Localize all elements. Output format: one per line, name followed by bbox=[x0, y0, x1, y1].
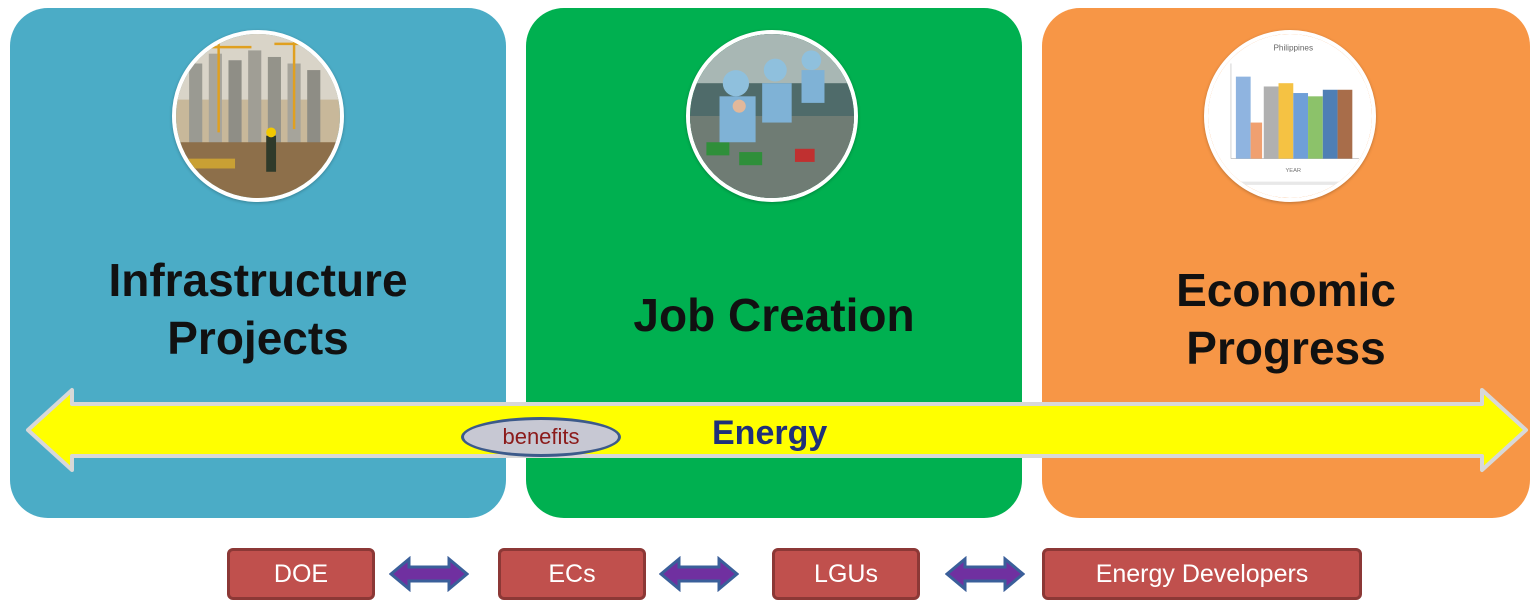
gdp-chart-xlabel: YEAR bbox=[1285, 168, 1301, 174]
stakeholder-ecs: ECs bbox=[498, 548, 646, 600]
benefits-tag: benefits bbox=[461, 417, 621, 457]
stakeholder-lgus: LGUs bbox=[772, 548, 920, 600]
economic-progress-panel: Philippines YEAR Economic Progress bbox=[1042, 8, 1530, 518]
construction-site-photo bbox=[172, 30, 344, 202]
infrastructure-title-line2: Projects bbox=[167, 312, 349, 364]
infrastructure-title-line1: Infrastructure bbox=[108, 254, 408, 306]
economic-title-line2: Progress bbox=[1186, 322, 1386, 374]
stakeholder-energy-developers: Energy Developers bbox=[1042, 548, 1362, 600]
job-creation-title: Job Creation bbox=[633, 289, 915, 341]
gdp-chart-photo: Philippines YEAR bbox=[1204, 30, 1376, 202]
gdp-chart-title: Philippines bbox=[1273, 43, 1313, 52]
bidirectional-arrow-icon bbox=[389, 556, 469, 592]
energy-label: Energy bbox=[712, 414, 828, 452]
factory-workers-photo bbox=[686, 30, 858, 202]
bidirectional-arrow-icon bbox=[659, 556, 739, 592]
bidirectional-arrow-icon bbox=[945, 556, 1025, 592]
infrastructure-panel: Infrastructure Projects bbox=[10, 8, 506, 518]
stakeholder-doe: DOE bbox=[227, 548, 375, 600]
economic-title-line1: Economic bbox=[1176, 264, 1396, 316]
